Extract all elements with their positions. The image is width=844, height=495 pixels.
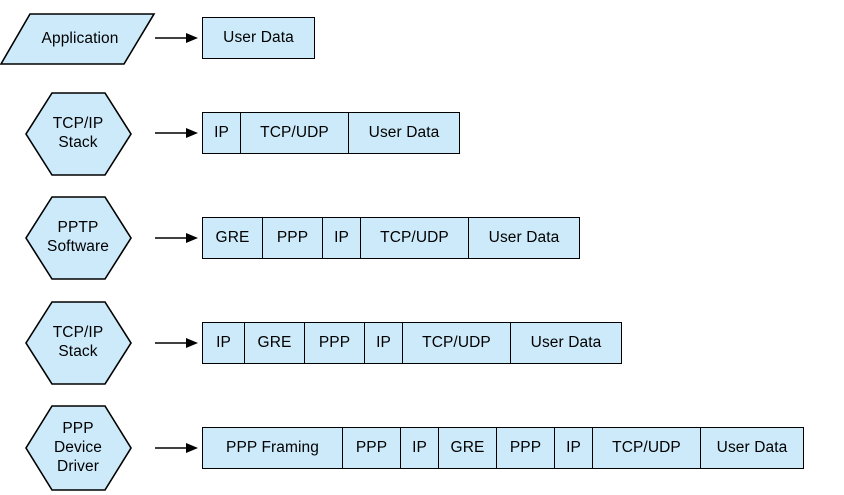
packet-segment: GRE (203, 218, 263, 258)
layer-label-application: Application (41, 30, 119, 47)
packet-segment: User Data (511, 323, 621, 363)
packet-segment: TCP/UDP (361, 218, 469, 258)
packet-bar-tcpip-stack-1: IP TCP/UDP User Data (202, 112, 460, 154)
packet-bar-pptp-software: GRE PPP IP TCP/UDP User Data (202, 217, 580, 259)
packet-segment: User Data (349, 113, 459, 153)
packet-segment: IP (323, 218, 361, 258)
hexagon-shape (25, 405, 132, 491)
flow-arrow-tcpip-stack-2 (155, 338, 198, 348)
packet-bar-tcpip-stack-2: IP GRE PPP IP TCP/UDP User Data (202, 322, 622, 364)
packet-segment: TCP/UDP (241, 113, 349, 153)
packet-segment: PPP (263, 218, 323, 258)
layer-label-tcpip-stack-1: TCP/IP Stack (52, 115, 104, 151)
hexagon-shape (25, 196, 132, 280)
packet-segment: GRE (439, 428, 497, 468)
packet-segment: PPP (305, 323, 365, 363)
packet-segment: PPP (497, 428, 555, 468)
packet-segment: IP (401, 428, 439, 468)
packet-segment: IP (203, 113, 241, 153)
packet-bar-application: User Data (202, 17, 315, 59)
layer-label-tcpip-stack-2: TCP/IP Stack (52, 324, 104, 360)
flow-arrow-application (155, 33, 198, 43)
packet-segment: User Data (701, 428, 803, 468)
packet-segment: PPP (343, 428, 401, 468)
flow-arrow-ppp-device-driver (155, 443, 198, 453)
packet-segment: User Data (203, 18, 314, 58)
packet-segment: IP (555, 428, 593, 468)
packet-segment: User Data (469, 218, 579, 258)
parallelogram-shape (0, 13, 156, 65)
layer-label-ppp-device-driver: PPP Device Driver (54, 420, 102, 475)
packet-segment: GRE (245, 323, 305, 363)
hexagon-shape (25, 92, 132, 176)
flow-arrow-pptp-software (155, 233, 198, 243)
packet-segment: IP (203, 323, 245, 363)
packet-segment: TCP/UDP (593, 428, 701, 468)
layer-label-pptp-software: PPTP Software (47, 219, 109, 255)
hexagon-shape (25, 301, 132, 385)
flow-arrow-tcpip-stack-1 (155, 128, 198, 138)
packet-segment: PPP Framing (203, 428, 343, 468)
packet-segment: IP (365, 323, 403, 363)
packet-segment: TCP/UDP (403, 323, 511, 363)
packet-bar-ppp-device-driver: PPP Framing PPP IP GRE PPP IP TCP/UDP Us… (202, 427, 804, 469)
